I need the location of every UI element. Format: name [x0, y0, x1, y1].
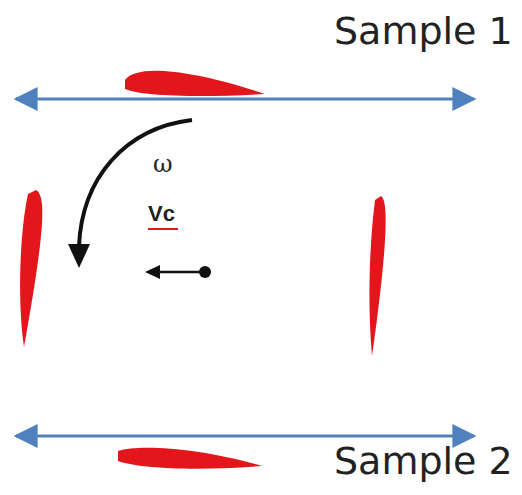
blade: [118, 448, 262, 469]
velocity-arrow: [158, 271, 200, 274]
arrowhead: [145, 265, 160, 279]
sample-line: [16, 435, 474, 438]
center-dot: [199, 266, 211, 278]
rotation-arrow: [79, 120, 192, 246]
arrowhead: [68, 244, 90, 268]
velocity-label: Vc: [148, 203, 175, 225]
underline: [148, 228, 178, 230]
blade: [20, 190, 42, 347]
sample-label: Sample 1: [334, 12, 513, 50]
blade: [369, 196, 385, 356]
blade: [125, 71, 265, 96]
sample-label: Sample 2: [334, 442, 513, 480]
sample-line: [16, 98, 474, 101]
omega-label: ω: [153, 152, 173, 176]
